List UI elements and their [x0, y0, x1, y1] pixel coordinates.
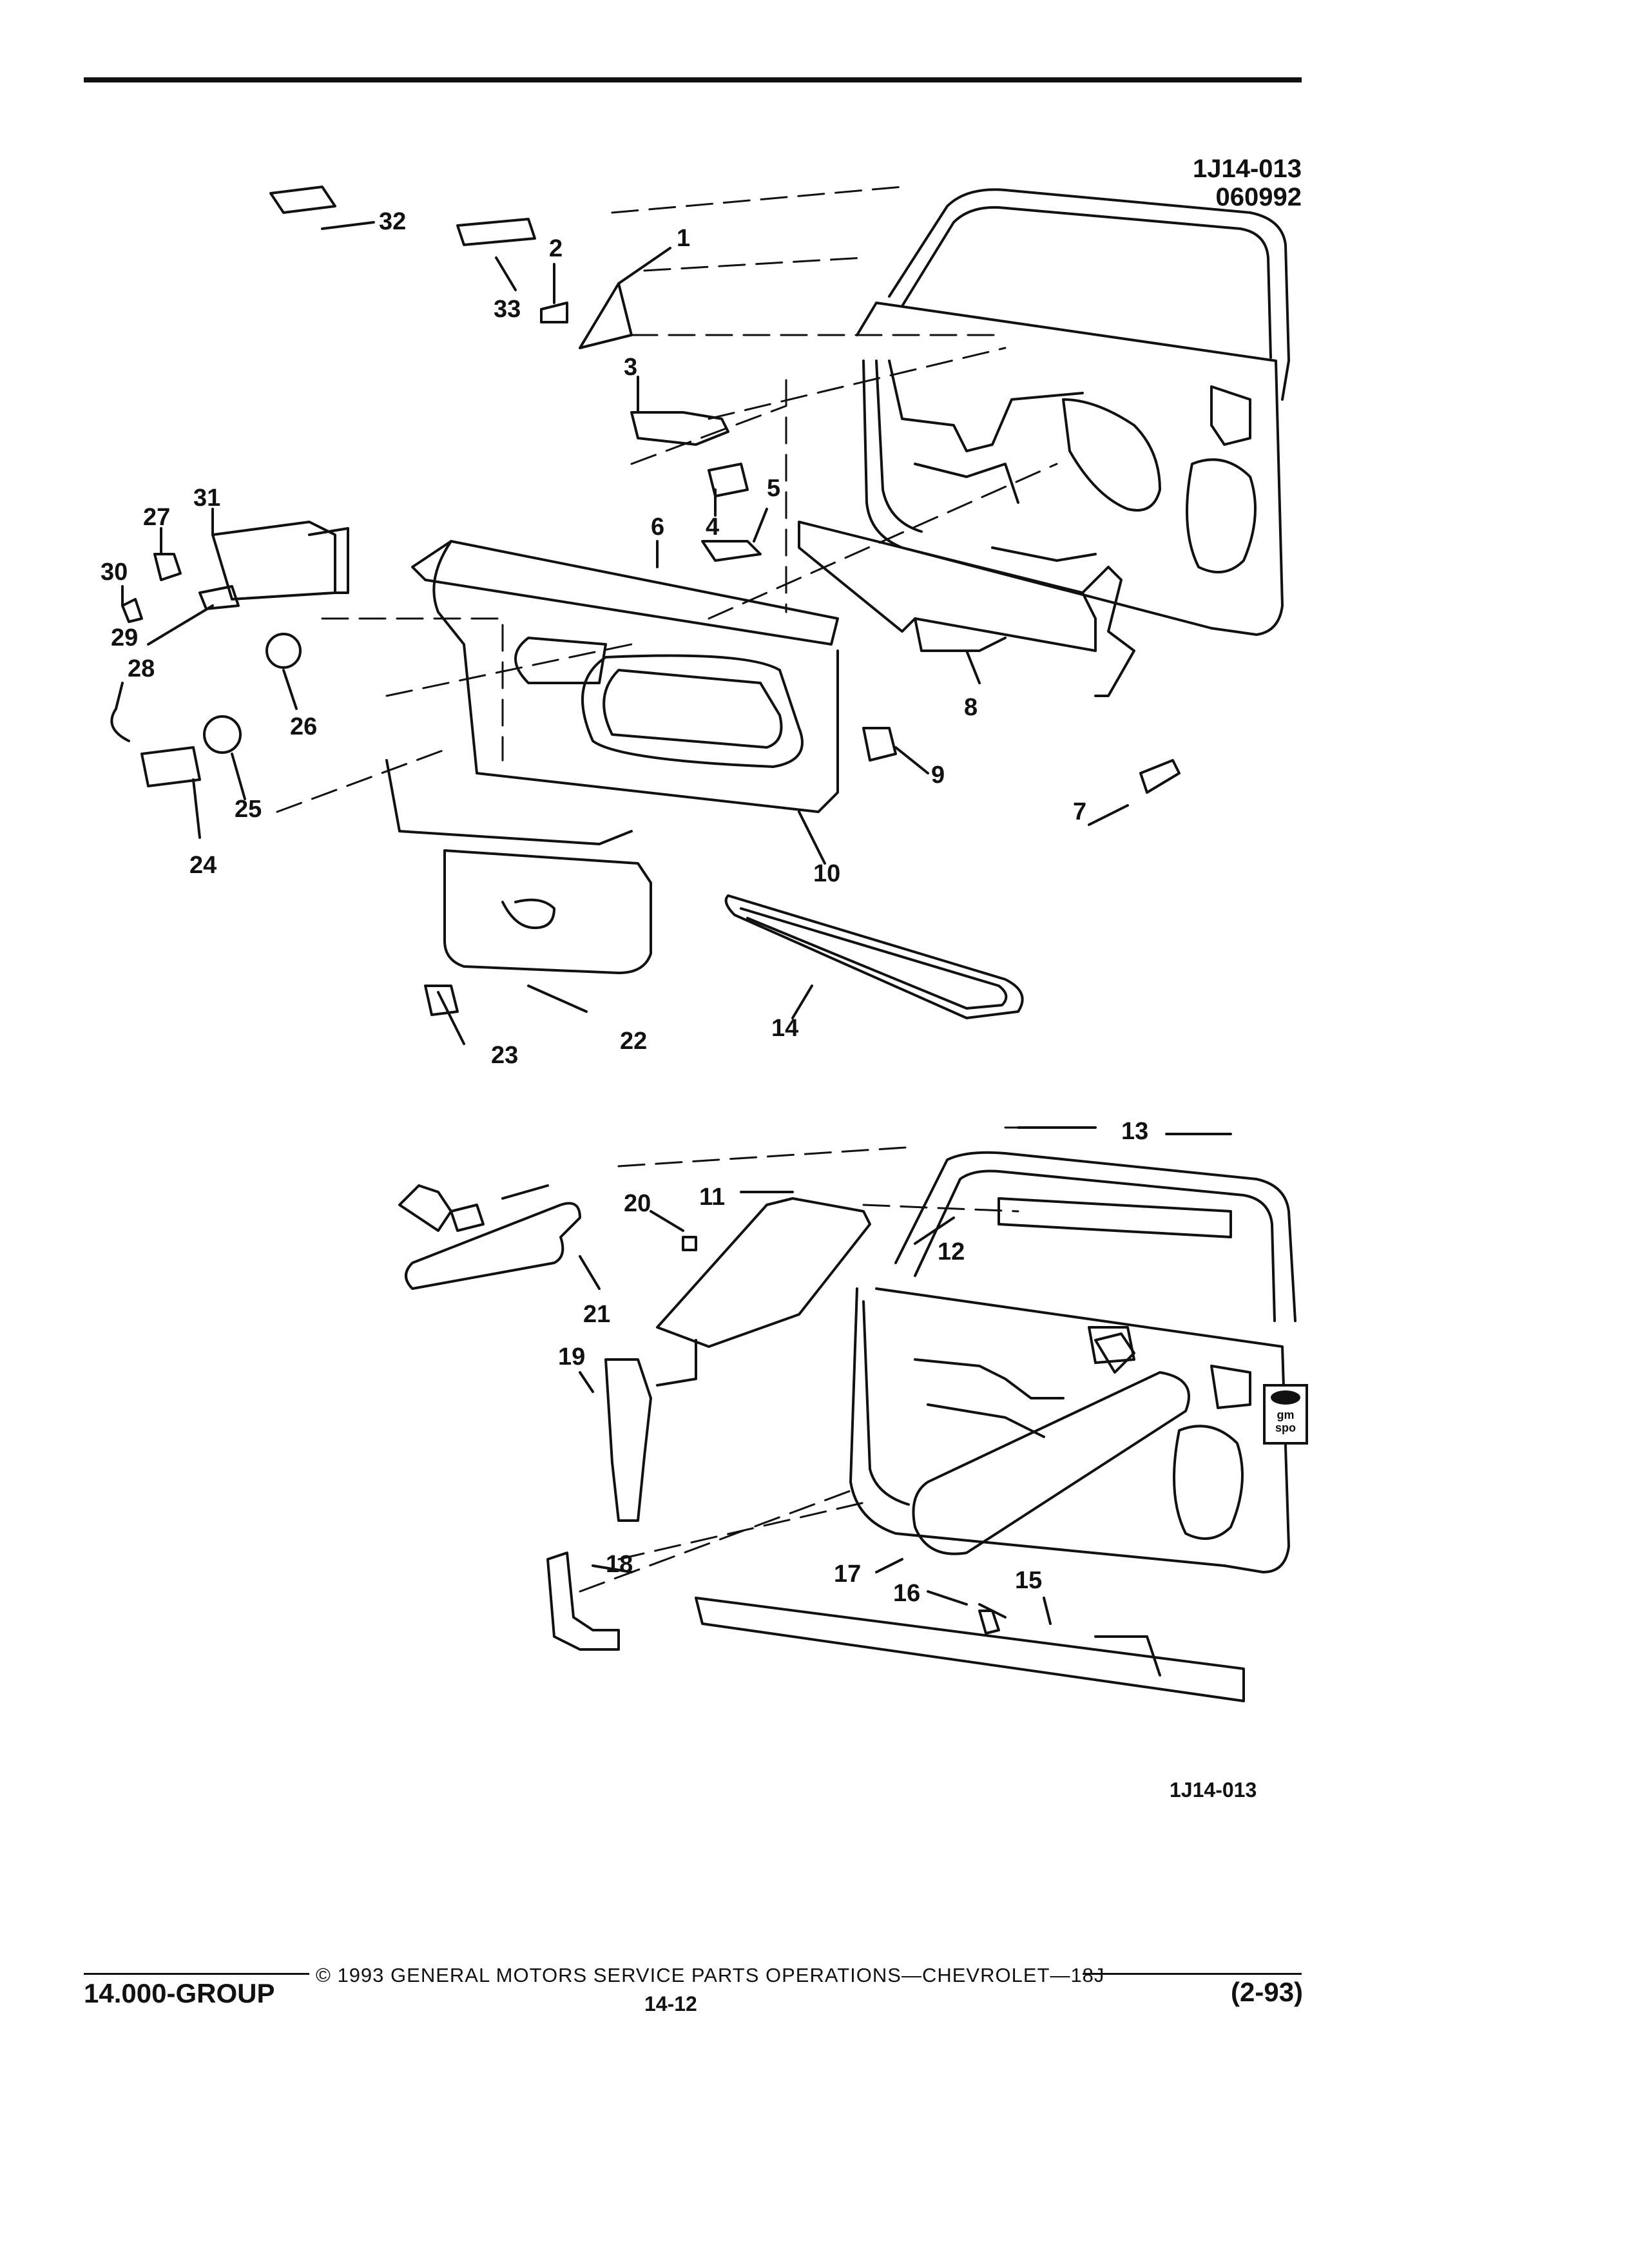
pocket-armrest-group — [424, 849, 1024, 1019]
footer-group: 14.000-GROUP — [84, 1978, 275, 2008]
upper-dashed-guides — [276, 186, 1058, 813]
small-parts-lower — [398, 1184, 1245, 1702]
callout-14: 14 — [771, 1015, 798, 1042]
callout-25: 25 — [235, 796, 262, 823]
figure-code: 1J14-013 — [1192, 155, 1302, 183]
callout-10: 10 — [813, 860, 840, 887]
callout-17: 17 — [834, 1561, 861, 1588]
upper-callouts: 1 2 3 4 5 6 7 8 9 10 14 22 23 24 25 26 2… — [101, 208, 1086, 1069]
callout-9: 9 — [931, 762, 945, 789]
footer-date: (2-93) — [1231, 1977, 1304, 2007]
callout-15: 15 — [1015, 1567, 1042, 1594]
gm-spo-logo: gm spo — [1263, 1384, 1308, 1445]
callout-33: 33 — [494, 296, 521, 323]
callout-21: 21 — [583, 1301, 610, 1328]
callout-4: 4 — [706, 514, 719, 541]
callout-11: 11 — [699, 1184, 725, 1211]
callout-30: 30 — [101, 559, 128, 586]
callout-20: 20 — [624, 1190, 651, 1217]
small-parts-upper — [540, 282, 1181, 794]
footer-rule-left — [84, 1973, 309, 1975]
callout-2: 2 — [549, 235, 563, 262]
lower-door-frame — [849, 1151, 1296, 1573]
callout-26: 26 — [290, 713, 317, 740]
callout-6: 6 — [651, 514, 664, 541]
callout-23: 23 — [491, 1042, 518, 1069]
callout-24: 24 — [189, 852, 217, 879]
callout-31: 31 — [193, 485, 220, 512]
callout-5: 5 — [767, 475, 780, 502]
callout-8: 8 — [964, 694, 978, 721]
part-8-bracket — [798, 521, 1135, 697]
footer-page-number: 14-12 — [644, 1992, 697, 2015]
figure-ref-bottom: 1J14-013 — [1170, 1778, 1257, 1802]
callout-7: 7 — [1073, 798, 1086, 825]
top-rule — [84, 77, 1302, 82]
door-trim-panel — [385, 540, 839, 845]
callout-28: 28 — [128, 655, 155, 682]
callout-3: 3 — [624, 354, 637, 381]
callout-13: 13 — [1121, 1118, 1148, 1145]
lower-dashed-guides — [579, 1126, 1097, 1593]
callout-18: 18 — [606, 1551, 633, 1578]
callout-1: 1 — [677, 225, 690, 252]
callout-29: 29 — [111, 624, 138, 651]
callout-27: 27 — [143, 504, 170, 531]
callout-32: 32 — [379, 208, 406, 235]
footer-copyright: © 1993 GENERAL MOTORS SERVICE PARTS OPER… — [316, 1964, 1105, 1986]
callout-leaders — [115, 221, 1232, 1625]
handle-bezel-group — [110, 186, 536, 787]
footer-rule-right — [1083, 1973, 1302, 1975]
callout-12: 12 — [938, 1238, 965, 1265]
callout-22: 22 — [620, 1028, 647, 1055]
logo-text: gm spo — [1275, 1408, 1296, 1434]
upper-door-frame — [856, 188, 1290, 636]
logo-oval — [1271, 1390, 1300, 1405]
callout-16: 16 — [893, 1580, 920, 1607]
figure-date: 060992 — [1215, 183, 1302, 211]
callout-19: 19 — [558, 1343, 585, 1370]
figure-code-block: 1J14-013 060992 — [1147, 155, 1302, 211]
lower-callouts: 11 12 13 15 16 17 18 19 20 21 — [558, 1118, 1148, 1607]
